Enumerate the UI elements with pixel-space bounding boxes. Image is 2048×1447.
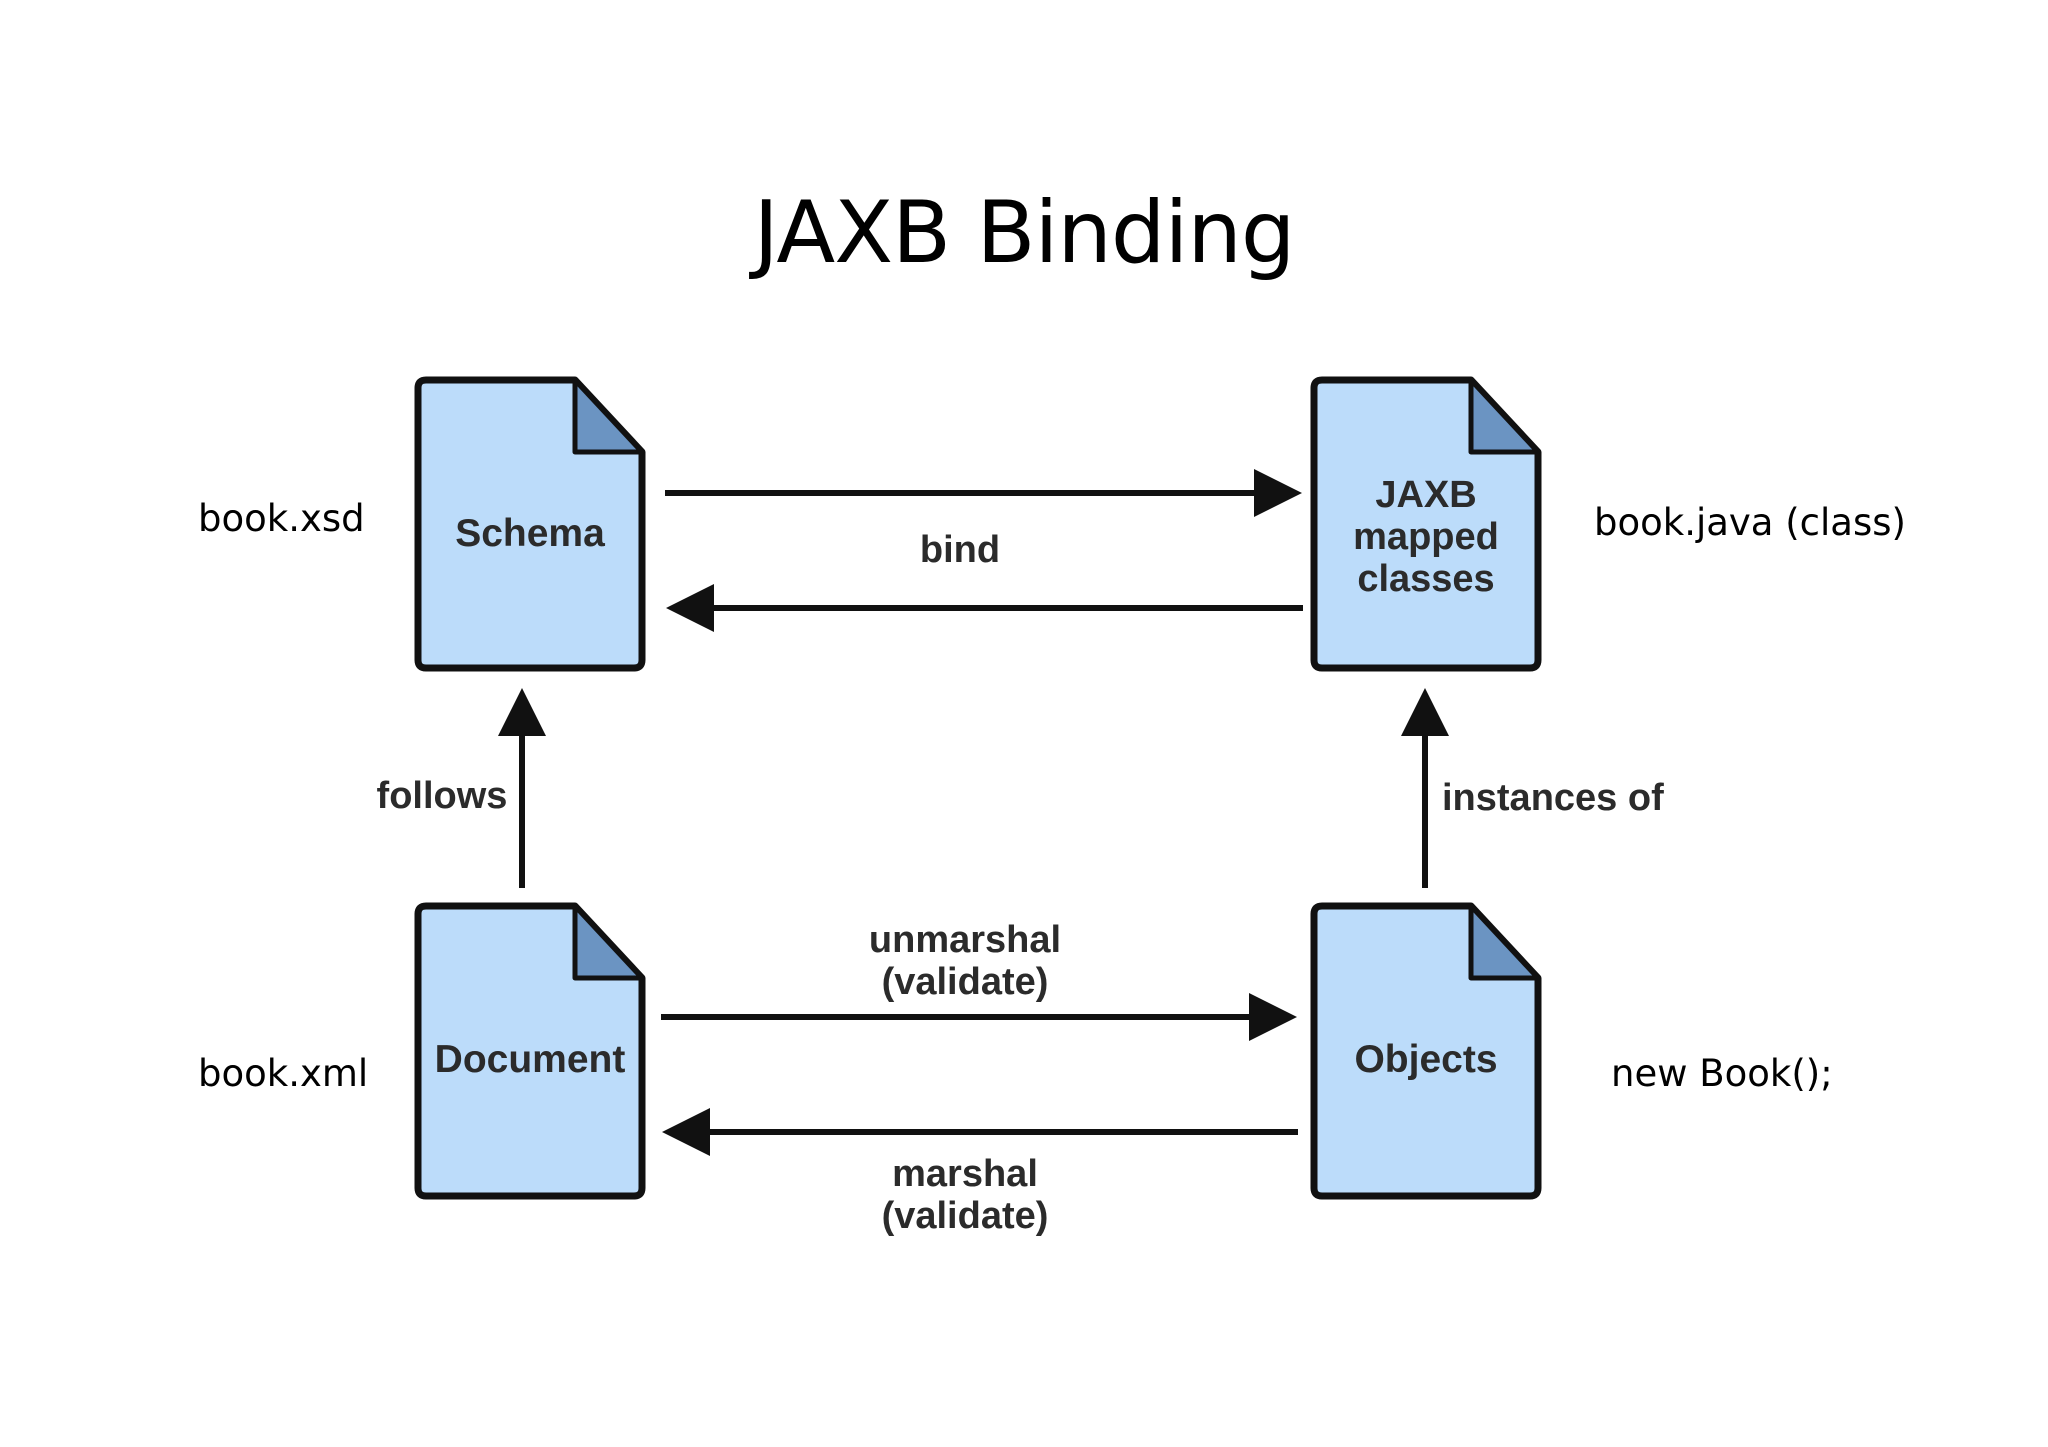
document-node-label: Document: [434, 1038, 626, 1081]
unmarshal-label: unmarshal (validate): [820, 919, 1110, 1003]
mapped-classes-line-2: mapped: [1353, 516, 1499, 558]
unmarshal-label-line-2: (validate): [881, 961, 1049, 1003]
page-title: JAXB Binding: [753, 183, 1296, 283]
document-file-label: book.xml: [198, 1052, 369, 1095]
mapped-classes-line-3: classes: [1357, 558, 1495, 600]
mapped-classes-line-1: JAXB: [1375, 474, 1477, 516]
objects-file-label: new Book();: [1611, 1052, 1833, 1095]
unmarshal-label-line-1: unmarshal: [868, 919, 1062, 961]
marshal-label-line-2: (validate): [881, 1195, 1049, 1237]
objects-node-label: Objects: [1354, 1038, 1498, 1081]
mapped-classes-document-icon: [1310, 376, 1542, 672]
schema-node-label: Schema: [455, 512, 605, 555]
follows-label: follows: [376, 775, 508, 817]
mapped-classes-file-label: book.java (class): [1594, 501, 1906, 544]
xml-document-icon: [414, 902, 646, 1200]
marshal-label: marshal (validate): [820, 1153, 1110, 1237]
marshal-label-line-1: marshal: [892, 1153, 1038, 1195]
mapped-classes-node-label: JAXB mapped classes: [1314, 474, 1538, 600]
schema-file-label: book.xsd: [198, 497, 365, 540]
schema-document-icon: [414, 376, 646, 672]
objects-document-icon: [1310, 902, 1542, 1200]
instances-of-label: instances of: [1442, 777, 1664, 819]
bind-label: bind: [919, 529, 1001, 571]
